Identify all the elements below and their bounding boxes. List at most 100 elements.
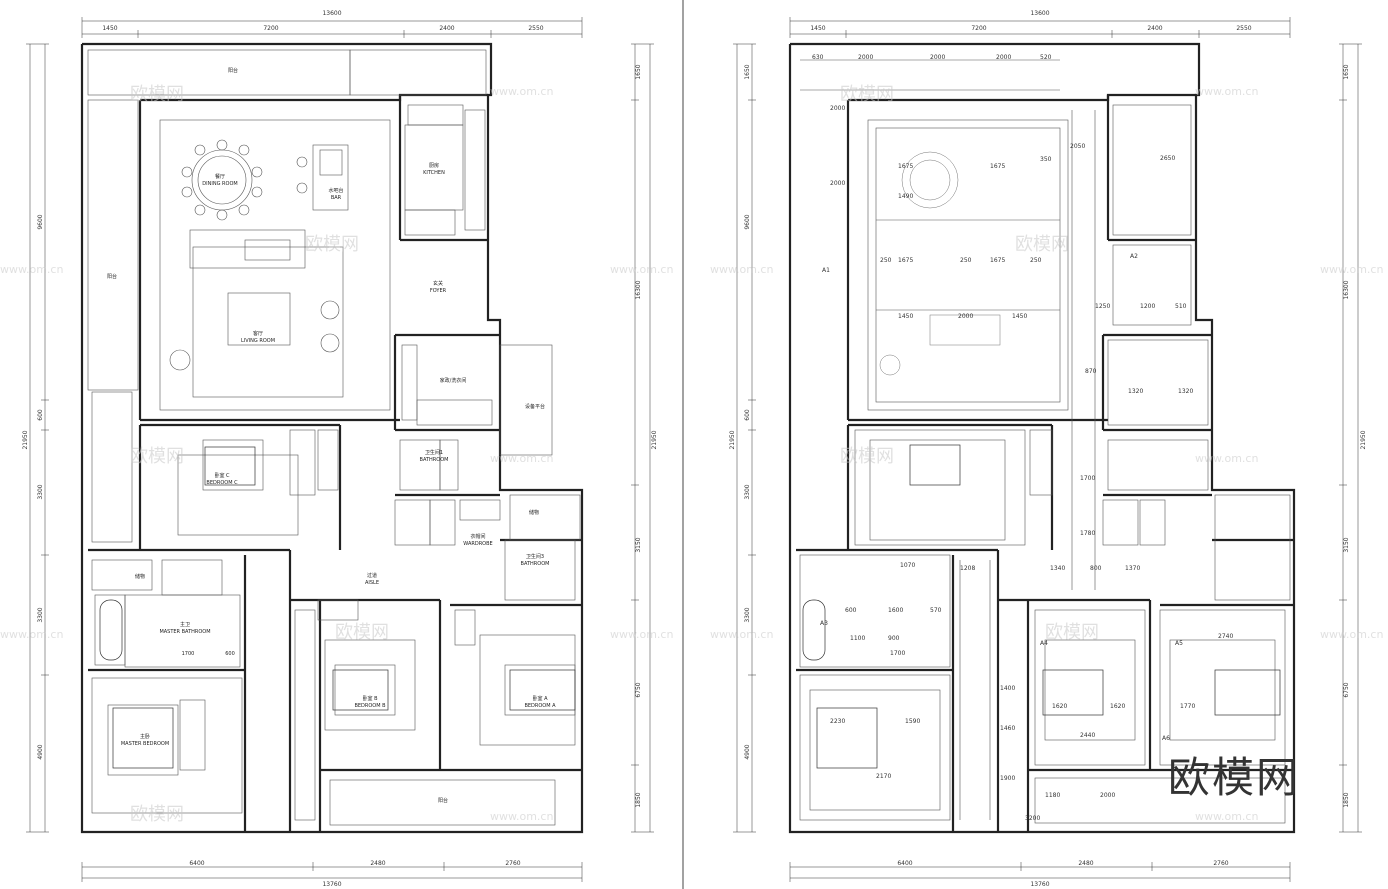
inner-dim-42: 1590 bbox=[905, 718, 920, 725]
right-top-dimensions bbox=[789, 17, 1291, 38]
dim-left-top-4: 2550 bbox=[528, 25, 543, 32]
inner-dim-51: 3200 bbox=[1025, 815, 1040, 822]
inner-dim-43: 1620 bbox=[1052, 703, 1067, 710]
label-aisle-en: AISLE bbox=[365, 580, 379, 586]
bed-icons-right bbox=[802, 444, 1281, 769]
label-bath3: 卫生间3 bbox=[526, 553, 544, 560]
bar-counter-icon bbox=[296, 144, 349, 211]
watermark-url-1: www.om.cn bbox=[490, 85, 553, 98]
dim-left-left-total: 21950 bbox=[22, 430, 29, 449]
label-bedroom-c-en: BEDROOM C bbox=[206, 480, 238, 486]
left-plan: 13600 1450 7200 2400 2550 6400 2480 2760… bbox=[22, 10, 658, 888]
left-right-dimensions bbox=[631, 43, 654, 833]
watermark-url-5: www.om.cn bbox=[0, 628, 63, 641]
left-walls bbox=[80, 42, 584, 834]
inner-dim-13: 250 bbox=[1030, 257, 1042, 264]
right-inner-dimensions: 630 2000 2000 2000 520 1675 1675 350 149… bbox=[812, 54, 1233, 822]
dim-right-left-6: 4900 bbox=[744, 744, 751, 759]
label-dining-en: DINING ROOM bbox=[202, 181, 237, 187]
inner-dim-0: 630 bbox=[812, 54, 824, 61]
inner-dim-49: 2170 bbox=[876, 773, 891, 780]
inner-dim-38: 570 bbox=[930, 607, 942, 614]
inner-dim-37: 1600 bbox=[888, 607, 903, 614]
watermark-url-4: www.om.cn bbox=[490, 452, 553, 465]
dim-left-right-1: 1650 bbox=[635, 64, 642, 79]
inner-dim-44: 1620 bbox=[1110, 703, 1125, 710]
light-label-a6: A6 bbox=[1162, 735, 1170, 742]
light-label-a1: A1 bbox=[822, 267, 830, 274]
dim-right-top-total: 13600 bbox=[1030, 10, 1049, 17]
label-balcony-top: 阳台 bbox=[228, 67, 238, 74]
dim-right-right-total: 21950 bbox=[1360, 430, 1367, 449]
label-bedroom-a: 卧室 A bbox=[532, 695, 548, 702]
inner-dim-18: 2000 bbox=[958, 313, 973, 320]
watermark-text-6: 欧模网 bbox=[840, 84, 894, 105]
label-bath3-en: BATHROOM bbox=[521, 561, 550, 567]
inner-dim-47: 1180 bbox=[1045, 792, 1060, 799]
dim-right-top-2: 7200 bbox=[971, 25, 986, 32]
dim-right-bottom-3: 2760 bbox=[1213, 860, 1228, 867]
watermarks: 欧模网 www.om.cn 欧模网 www.om.cn www.om.cn 欧模… bbox=[0, 84, 1383, 825]
watermark-url-12: www.om.cn bbox=[710, 628, 773, 641]
inner-dim-41: 2230 bbox=[830, 718, 845, 725]
watermark-url-6: www.om.cn bbox=[610, 628, 673, 641]
inner-dim-33: 900 bbox=[888, 635, 900, 642]
light-label-a4: A4 bbox=[1040, 640, 1048, 647]
dining-table-icon bbox=[181, 139, 263, 221]
watermark-url-11: www.om.cn bbox=[1195, 452, 1258, 465]
inner-dim-24: 2650 bbox=[1160, 155, 1175, 162]
inner-dim-11: 250 bbox=[960, 257, 972, 264]
dim-right-right-5: 1850 bbox=[1343, 792, 1350, 807]
dim-left-left-1: 9600 bbox=[37, 214, 44, 229]
dim-right-top-4: 2550 bbox=[1236, 25, 1251, 32]
label-living-en: LIVING ROOM bbox=[241, 338, 275, 344]
watermark-text-8: 欧模网 bbox=[840, 446, 894, 467]
dim-left-top-total: 13600 bbox=[322, 10, 341, 17]
watermark-text-9: 欧模网 bbox=[1045, 622, 1099, 643]
watermark-url-3: www.om.cn bbox=[610, 263, 673, 276]
inner-dim-23: 2050 bbox=[1070, 143, 1085, 150]
inner-dim-5: 1675 bbox=[898, 163, 913, 170]
left-top-dimensions bbox=[81, 17, 583, 38]
dim-left-right-5: 1850 bbox=[635, 792, 642, 807]
dim-left-top-2: 7200 bbox=[263, 25, 278, 32]
label-foyer-en: FOYER bbox=[430, 288, 447, 294]
label-master-bath-dim2: 600 bbox=[225, 651, 235, 657]
watermark-text-5: 欧模网 bbox=[130, 804, 184, 825]
dim-right-left-5: 3300 bbox=[744, 607, 751, 622]
label-master-bath-dim1: 1700 bbox=[182, 651, 195, 657]
label-balcony-left: 阳台 bbox=[107, 273, 117, 280]
inner-dim-48: 2000 bbox=[1100, 792, 1115, 799]
right-bottom-dimensions bbox=[789, 862, 1291, 882]
label-bath1: 卫生间1 bbox=[425, 449, 443, 456]
right-left-dimensions bbox=[733, 43, 756, 833]
watermark-text-7: 欧模网 bbox=[1015, 234, 1069, 255]
inner-dim-39: 1700 bbox=[890, 650, 905, 657]
watermark-text-3: 欧模网 bbox=[130, 446, 184, 467]
left-bottom-dimensions bbox=[81, 862, 583, 882]
inner-dim-7: 350 bbox=[1040, 156, 1052, 163]
dim-right-left-total: 21950 bbox=[729, 430, 736, 449]
inner-dim-8: 1490 bbox=[898, 193, 913, 200]
inner-dim-28: 1700 bbox=[1080, 475, 1095, 482]
dim-left-right-total: 21950 bbox=[651, 430, 658, 449]
label-laundry: 家政/洗衣间 bbox=[440, 377, 467, 384]
inner-dim-34: 1070 bbox=[900, 562, 915, 569]
inner-dim-31: 1370 bbox=[1125, 565, 1140, 572]
label-bar: 水吧台 bbox=[328, 187, 343, 194]
label-master-bath-en: MASTER BATHROOM bbox=[159, 629, 210, 635]
inner-dim-3: 2000 bbox=[996, 54, 1011, 61]
label-bedroom-a-en: BEDROOM A bbox=[524, 703, 556, 709]
inner-dim-10: 1675 bbox=[898, 257, 913, 264]
light-label-a2: A2 bbox=[1130, 253, 1138, 260]
label-cloak-en: WARDROBE bbox=[463, 541, 492, 547]
site-logo: 欧模网 bbox=[1168, 753, 1300, 802]
label-kitchen-en: KITCHEN bbox=[423, 170, 445, 176]
inner-dim-15: 1200 bbox=[1140, 303, 1155, 310]
dim-right-bottom-2: 2480 bbox=[1078, 860, 1093, 867]
dim-right-left-4: 3300 bbox=[744, 484, 751, 499]
inner-dim-22: 1320 bbox=[1178, 388, 1193, 395]
inner-dim-6: 1675 bbox=[990, 163, 1005, 170]
dim-right-bottom-total: 13760 bbox=[1030, 881, 1049, 888]
